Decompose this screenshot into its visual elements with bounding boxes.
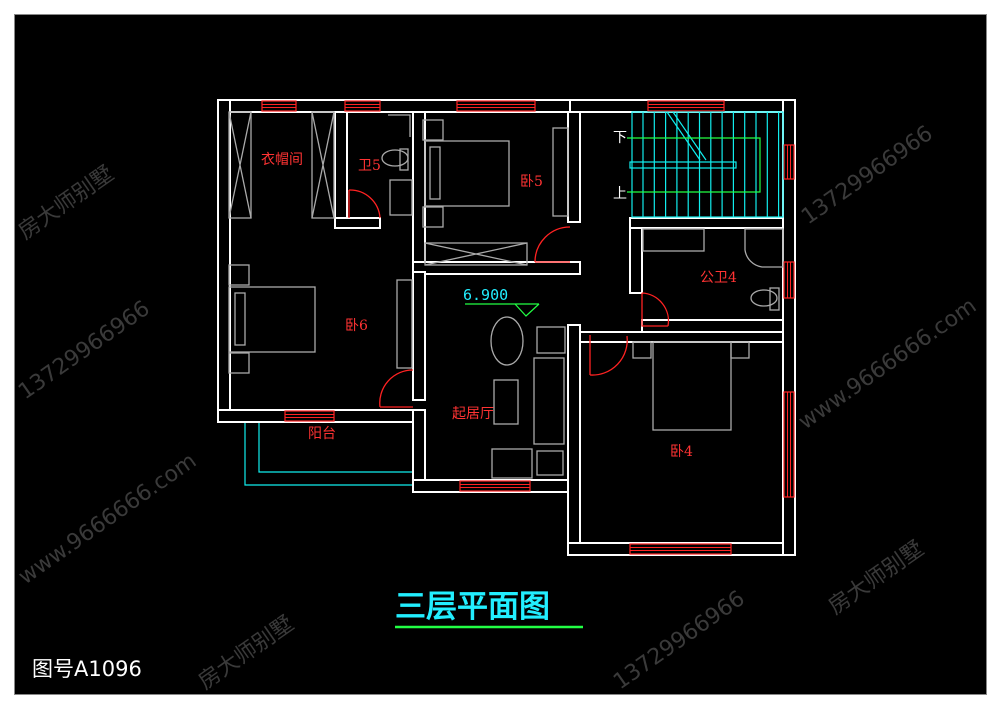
wardrobe-bedroom5	[424, 242, 528, 266]
stair-up-label: 上	[613, 186, 627, 202]
window	[344, 100, 381, 112]
shower	[388, 114, 411, 137]
window	[629, 543, 732, 555]
tv-cabinet	[396, 279, 413, 369]
window	[647, 100, 725, 112]
toilet	[750, 287, 780, 311]
room-label-balcony: 阳台	[308, 426, 336, 442]
sink	[389, 179, 413, 216]
window	[783, 261, 795, 299]
watermark: 13729966966	[609, 586, 749, 695]
window	[783, 391, 795, 498]
watermark: 13729966966	[797, 121, 937, 230]
drawing-number: 图号A1096	[32, 657, 142, 681]
nightstand	[228, 264, 250, 374]
room-label-public-bath4: 公卫4	[700, 270, 737, 286]
watermark: 13729966966	[14, 296, 154, 405]
window	[459, 480, 531, 492]
window	[456, 100, 536, 112]
room-label-living: 起居厅	[452, 406, 494, 422]
watermark: 房大师别墅	[14, 161, 118, 245]
shower	[744, 228, 784, 268]
elevation-marker: 6.900	[463, 286, 540, 317]
furniture	[228, 111, 784, 479]
windows	[261, 100, 795, 555]
cad-drawing-area	[14, 14, 987, 695]
bed-bedroom5	[424, 140, 510, 207]
watermark: www.9666666.com	[794, 293, 981, 434]
watermark: 房大师别墅	[194, 611, 298, 695]
armchair	[491, 448, 564, 479]
drawing-title: 三层平面图	[395, 589, 550, 625]
watermark: www.9666666.com	[14, 448, 201, 589]
wardrobe	[311, 111, 335, 219]
nightstand	[422, 119, 444, 228]
room-labels: 衣帽间 卫5 卧5 卧6 起居厅 阳台 公卫4 卧4 下 上	[261, 130, 737, 460]
elevation-value: 6.900	[463, 286, 508, 304]
rug	[490, 316, 524, 366]
staircase	[627, 111, 784, 218]
room-label-cloakroom: 衣帽间	[261, 152, 303, 168]
toilet	[381, 148, 409, 171]
bed-bedroom4	[632, 341, 750, 431]
window	[783, 144, 795, 180]
kitchen-counter	[642, 228, 705, 252]
room-label-bedroom6: 卧6	[345, 318, 368, 334]
tea-table	[493, 379, 519, 425]
stair-down-label: 下	[613, 130, 627, 146]
room-label-bedroom4: 卧4	[670, 444, 693, 460]
doors	[348, 189, 670, 408]
room-label-bedroom5: 卧5	[520, 174, 543, 190]
sofa	[533, 326, 566, 445]
watermark: 房大师别墅	[824, 536, 928, 620]
window	[261, 100, 297, 112]
balcony-railing	[244, 422, 413, 486]
wardrobe	[228, 111, 252, 219]
bed-bedroom6	[228, 286, 316, 353]
window	[284, 410, 335, 422]
room-label-bath5: 卫5	[358, 158, 381, 174]
tv-cabinet	[552, 127, 569, 217]
